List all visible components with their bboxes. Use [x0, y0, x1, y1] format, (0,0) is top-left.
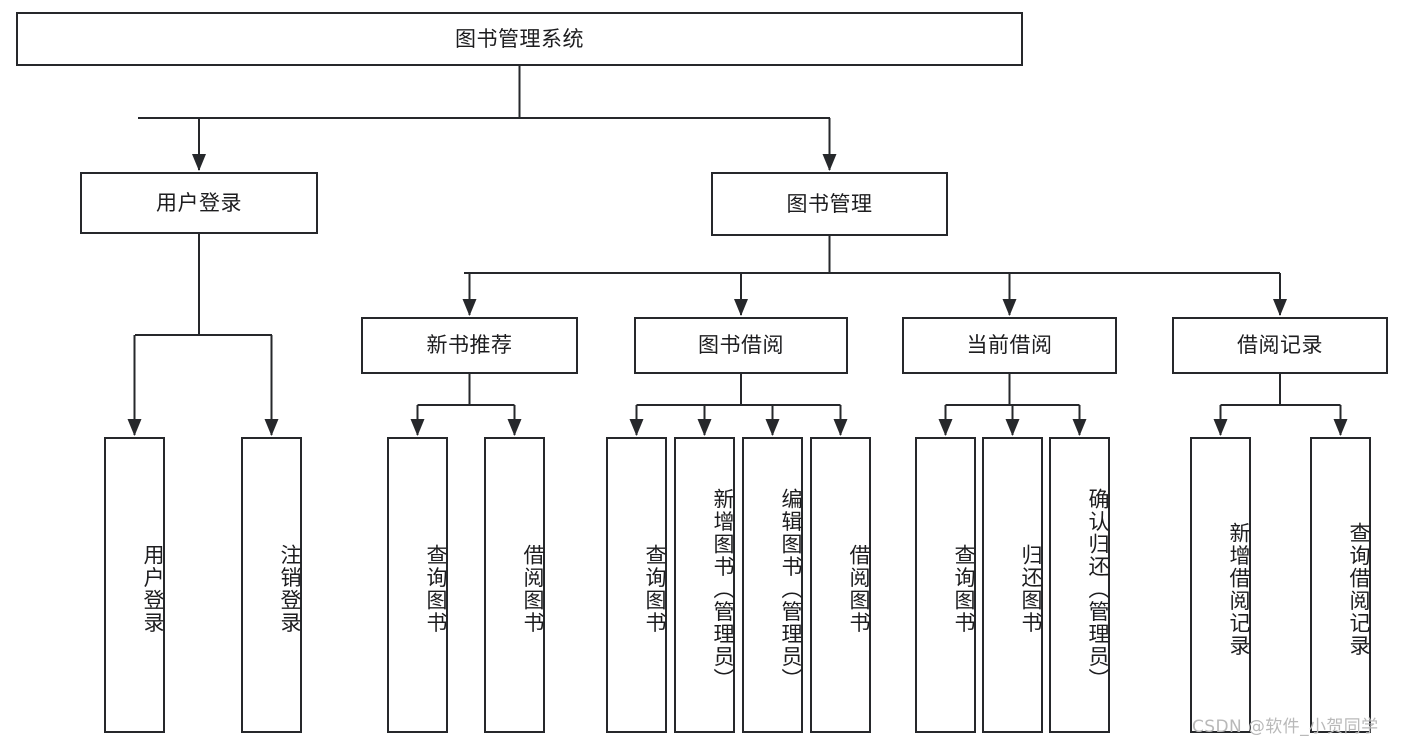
node-label: 图书管理系统 — [455, 26, 584, 51]
node-label: 归还图书 — [1019, 544, 1043, 634]
arrow-head-icon — [127, 419, 142, 436]
node-new-book-recommend[interactable]: 新书推荐 — [361, 317, 578, 374]
arrow-head-icon — [938, 419, 953, 436]
node-label: 查询图书 — [424, 544, 448, 634]
arrow-head-icon — [765, 419, 780, 436]
arrow-head-icon — [833, 419, 848, 436]
arrow-head-icon — [462, 299, 477, 316]
leaf-node-leaf-add-record[interactable]: 新增借阅记录 — [1190, 437, 1251, 733]
arrow-head-icon — [192, 154, 206, 171]
arrow-head-icon — [1273, 299, 1287, 316]
arrow-head-icon — [264, 419, 279, 436]
leaf-node-leaf-edit-book[interactable]: 编辑图书（管理员） — [742, 437, 803, 733]
arrow-head-icon — [1213, 419, 1228, 436]
node-label: 图书管理 — [786, 191, 873, 216]
node-label: 新增借阅记录 — [1227, 521, 1251, 657]
node-user-login[interactable]: 用户登录 — [80, 172, 318, 234]
node-label: 查询图书 — [952, 544, 976, 634]
arrow-head-icon — [822, 154, 837, 171]
arrow-head-icon — [629, 419, 644, 436]
node-label: 新书推荐 — [426, 333, 513, 358]
leaf-node-leaf-query-book-rec[interactable]: 查询图书 — [387, 437, 448, 733]
node-label: 注销登录 — [278, 544, 302, 634]
leaf-node-leaf-logout[interactable]: 注销登录 — [241, 437, 302, 733]
arrow-head-icon — [1005, 419, 1020, 436]
leaf-node-leaf-query-book-current[interactable]: 查询图书 — [915, 437, 976, 733]
node-label: 借阅记录 — [1237, 333, 1323, 358]
node-label: 借阅图书 — [521, 544, 545, 634]
node-label: 当前借阅 — [966, 333, 1053, 358]
node-borrow-record[interactable]: 借阅记录 — [1172, 317, 1388, 374]
leaf-node-leaf-user-login[interactable]: 用户登录 — [104, 437, 165, 733]
arrow-head-icon — [1002, 299, 1017, 316]
node-book-management[interactable]: 图书管理 — [711, 172, 948, 236]
arrow-head-icon — [1072, 419, 1087, 436]
node-label: 用户登录 — [141, 544, 165, 634]
csdn-watermark: CSDN @软件_小贺同学 — [1192, 717, 1379, 737]
node-label: 新增图书（管理员） — [711, 487, 735, 691]
node-label: 编辑图书（管理员） — [779, 487, 803, 691]
node-current-borrow[interactable]: 当前借阅 — [902, 317, 1117, 374]
leaf-node-leaf-query-record[interactable]: 查询借阅记录 — [1310, 437, 1371, 733]
arrow-head-icon — [734, 299, 748, 316]
leaf-node-leaf-confirm-return[interactable]: 确认归还（管理员） — [1049, 437, 1110, 733]
arrow-head-icon — [1333, 419, 1348, 436]
node-label: 图书借阅 — [698, 333, 784, 358]
node-label: 确认归还（管理员） — [1086, 487, 1110, 691]
leaf-node-leaf-borrow-book[interactable]: 借阅图书 — [810, 437, 871, 733]
node-label: 查询借阅记录 — [1347, 521, 1371, 657]
root-node-root[interactable]: 图书管理系统 — [16, 12, 1023, 66]
arrow-head-icon — [697, 419, 712, 436]
node-label: 借阅图书 — [847, 544, 871, 634]
node-label: 用户登录 — [156, 190, 242, 215]
arrow-head-icon — [410, 419, 425, 436]
leaf-node-leaf-add-book[interactable]: 新增图书（管理员） — [674, 437, 735, 733]
leaf-node-leaf-return-book[interactable]: 归还图书 — [982, 437, 1043, 733]
leaf-node-leaf-query-book-borrow[interactable]: 查询图书 — [606, 437, 667, 733]
arrow-head-icon — [507, 419, 522, 436]
leaf-node-leaf-borrow-book-rec[interactable]: 借阅图书 — [484, 437, 545, 733]
node-label: 查询图书 — [643, 544, 667, 634]
connector-lines — [127, 66, 1348, 436]
node-book-borrow[interactable]: 图书借阅 — [634, 317, 848, 374]
